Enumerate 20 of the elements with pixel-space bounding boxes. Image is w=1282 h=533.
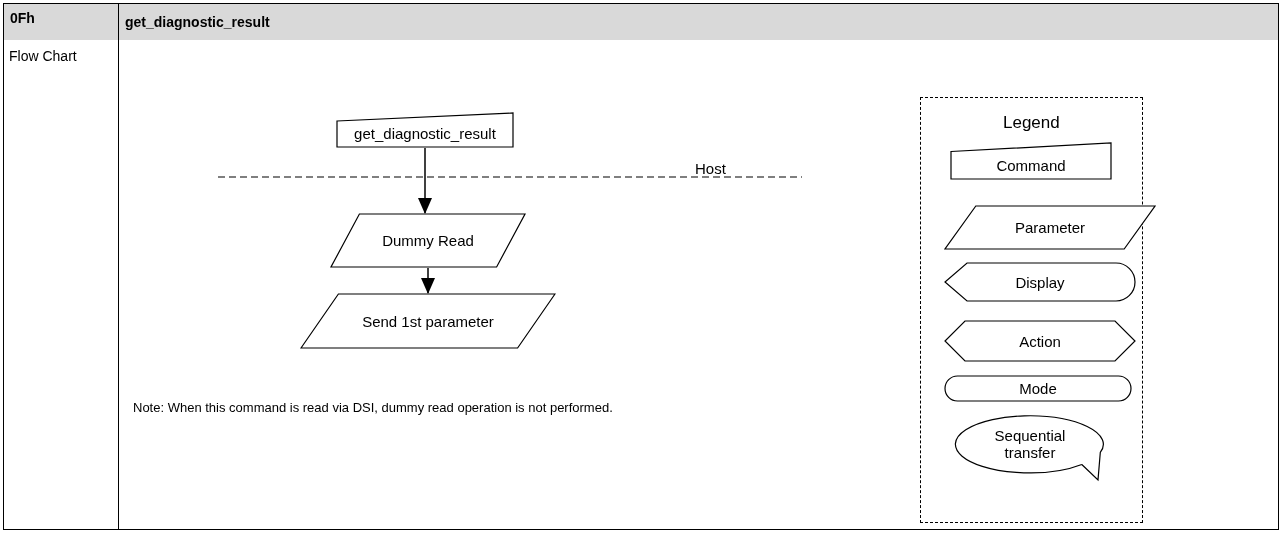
parameter-box: [330, 213, 526, 268]
row-label: Flow Chart: [9, 48, 77, 64]
note-text: Note: When this command is read via DSI, dummy read operation is not performed.: [133, 400, 613, 415]
parameter-box: [300, 293, 556, 349]
legend-text: Sequential transfer: [993, 427, 1067, 461]
legend-title: Legend: [1003, 113, 1060, 133]
zone-label: Host: [695, 160, 726, 177]
header-cell: 0Fh: [4, 4, 118, 40]
legend-text: Display: [1015, 273, 1065, 291]
legend-text: Parameter: [1015, 219, 1085, 236]
arrow: [421, 267, 435, 294]
command-box: [336, 112, 514, 148]
node-text: Dummy Read: [382, 232, 474, 249]
legend-text: Action: [1019, 332, 1061, 350]
node-text: Send 1st parameter: [362, 312, 494, 330]
node-text: get_diagnostic_result: [354, 124, 496, 142]
legend-text: Command: [996, 156, 1066, 174]
arrow: [418, 147, 432, 214]
legend-text: Mode: [1019, 380, 1057, 397]
header-cell: get_diagnostic_result: [119, 4, 1278, 40]
